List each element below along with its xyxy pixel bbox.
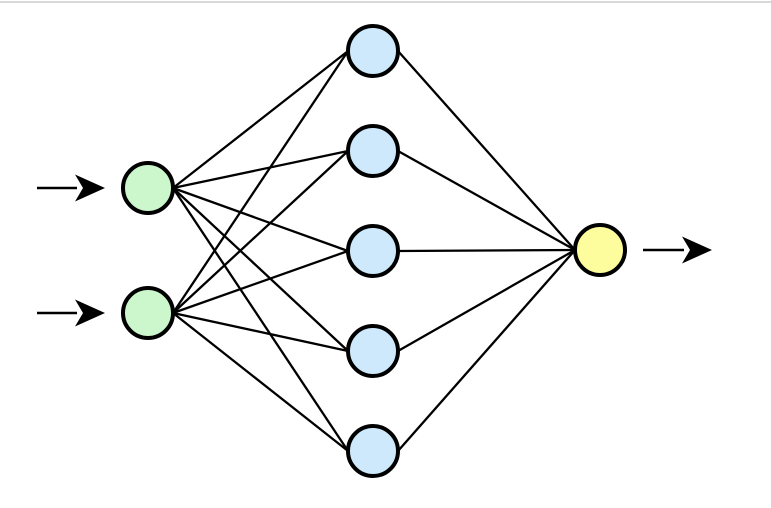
edge-input-2-hidden-4 [171, 311, 350, 353]
nodes-layer [121, 24, 627, 478]
edge-input-2-hidden-3 [171, 249, 350, 315]
output-arrow [643, 236, 712, 264]
input-arrow-1 [37, 174, 105, 202]
window-top-border [0, 1, 771, 3]
top-border-layer [0, 1, 771, 3]
node-input-1 [121, 161, 175, 215]
edges-layer [171, 49, 577, 453]
node-hidden-1 [346, 24, 400, 78]
input-arrow-2 [37, 299, 105, 327]
output-arrow-head [682, 236, 712, 264]
edge-input-1-hidden-1 [171, 49, 350, 190]
node-hidden-5 [346, 424, 400, 478]
edge-hidden-5-output-1 [396, 248, 577, 453]
input-arrow-1-head [75, 174, 105, 202]
edge-input-1-hidden-3 [171, 186, 350, 253]
edge-hidden-2-output-1 [396, 149, 577, 252]
edge-input-2-hidden-5 [171, 311, 350, 453]
edge-input-2-hidden-2 [171, 149, 350, 315]
edge-input-1-hidden-4 [171, 186, 350, 353]
arrows-layer [37, 174, 712, 327]
node-hidden-3 [346, 224, 400, 278]
edge-hidden-1-output-1 [396, 49, 577, 252]
node-hidden-4 [346, 324, 400, 378]
edge-hidden-3-output-1 [396, 248, 577, 253]
edge-input-2-hidden-1 [171, 49, 350, 315]
node-output-1 [573, 223, 627, 277]
node-hidden-2 [346, 124, 400, 178]
edge-input-1-hidden-5 [171, 186, 350, 453]
edge-input-1-hidden-2 [171, 149, 350, 190]
node-input-2 [121, 286, 175, 340]
input-arrow-2-head [75, 299, 105, 327]
edge-hidden-4-output-1 [396, 248, 577, 353]
